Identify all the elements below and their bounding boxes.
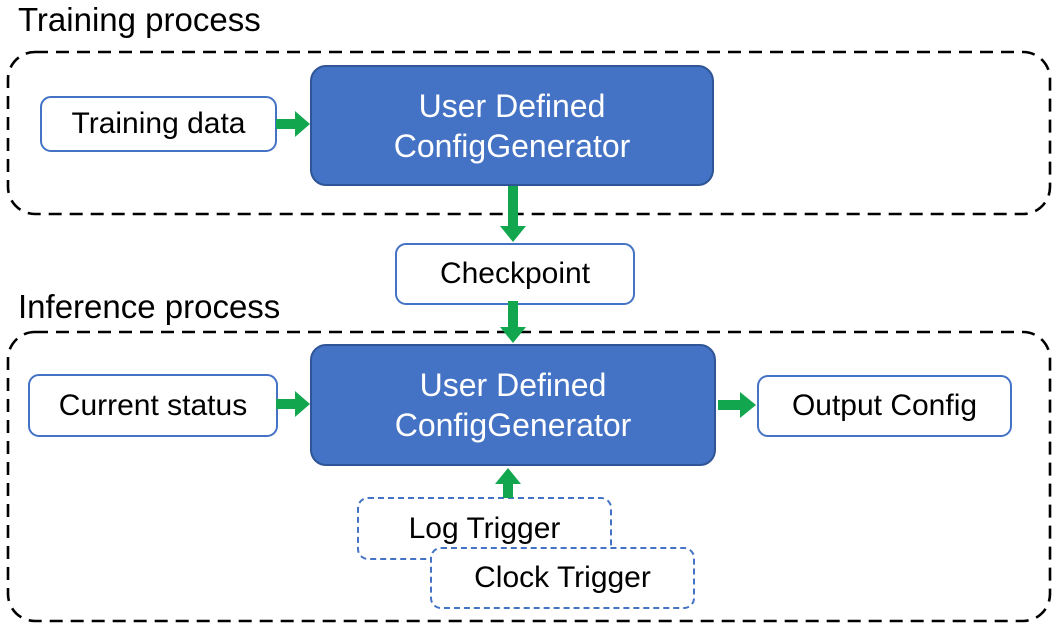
arrow-current-status-to-generator-icon [276, 391, 310, 417]
training-process-container [6, 50, 1052, 216]
training-process-label: Training process [18, 1, 261, 38]
output-config-box: Output Config [757, 375, 1012, 437]
training-generator-label-line1: User Defined [418, 87, 606, 124]
inference-generator-label-line1: User Defined [419, 367, 607, 403]
clock-trigger-box: Clock Trigger [430, 547, 695, 609]
arrow-generator-to-output-config-icon [718, 392, 756, 418]
arrow-generator-to-checkpoint-icon [500, 186, 526, 242]
inference-process-container [6, 330, 1052, 623]
inference-process-label: Inference process [18, 288, 281, 325]
checkpoint-label: Checkpoint [439, 257, 591, 290]
arrow-triggers-to-generator-icon [495, 468, 521, 498]
current-status-label: Current status [58, 388, 248, 422]
inference-config-generator-box: User Defined ConfigGenerator [310, 344, 716, 466]
arrow-training-data-to-generator-icon [276, 111, 310, 137]
checkpoint-box: Checkpoint [395, 243, 635, 305]
arrow-checkpoint-to-inference-generator-icon [500, 301, 526, 343]
training-data-box: Training data [40, 96, 277, 152]
current-status-box: Current status [28, 374, 278, 437]
clock-trigger-label: Clock Trigger [474, 561, 651, 594]
training-config-generator-box: User Defined ConfigGenerator [310, 65, 714, 186]
inference-generator-label-line2: ConfigGenerator [394, 407, 632, 443]
log-trigger-label: Log Trigger [408, 511, 561, 545]
training-data-label: Training data [71, 107, 246, 140]
output-config-label: Output Config [791, 389, 978, 422]
training-generator-label-line2: ConfigGenerator [393, 127, 631, 164]
